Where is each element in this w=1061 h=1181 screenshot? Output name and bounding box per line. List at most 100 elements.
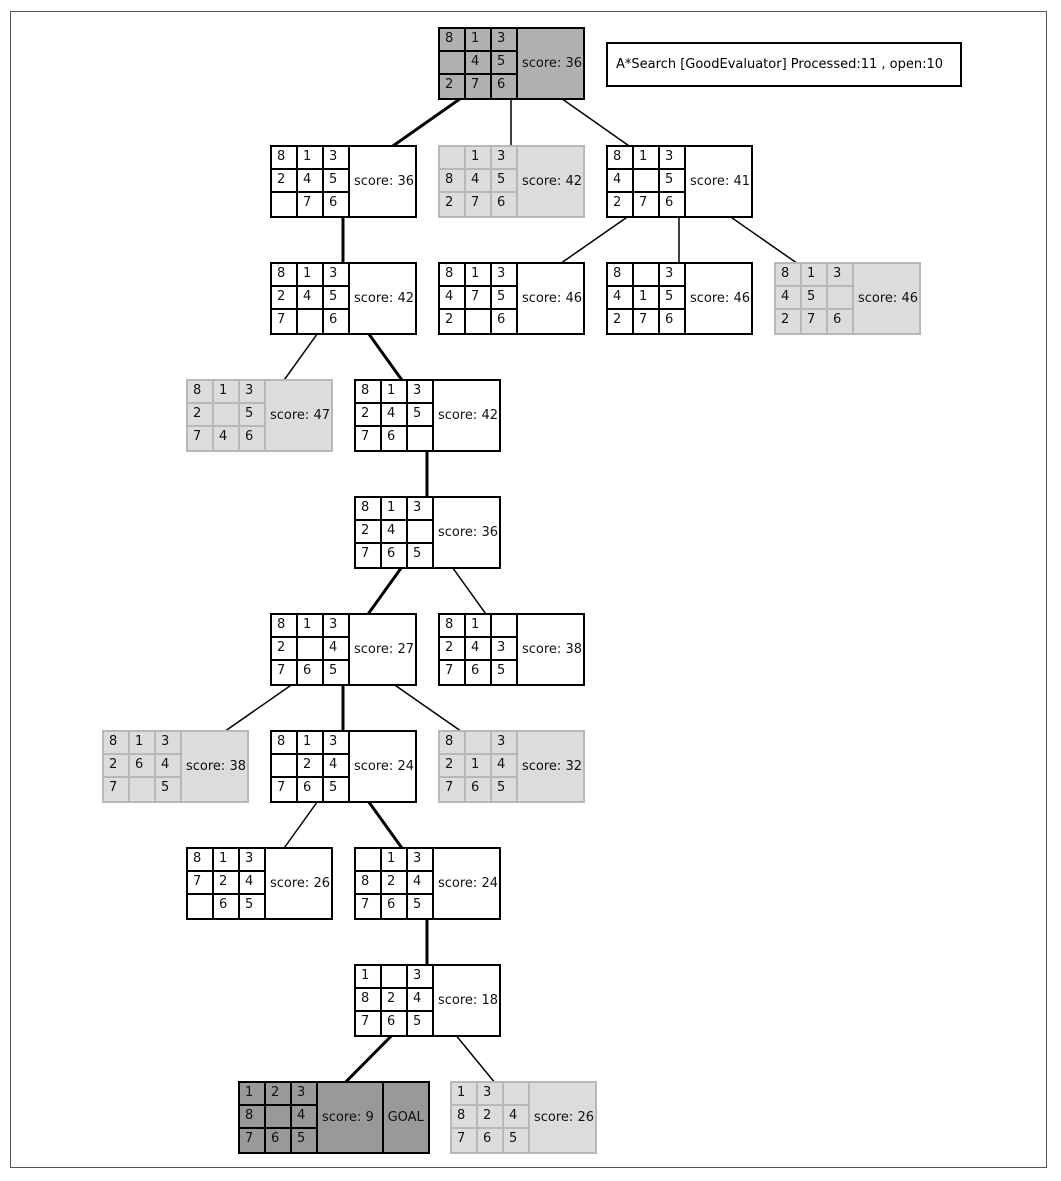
node-score: score: 47 xyxy=(270,408,330,423)
puzzle-tile: 1 xyxy=(466,615,492,638)
puzzle-tile: 6 xyxy=(298,661,324,684)
puzzle-tile: 8 xyxy=(440,264,466,287)
puzzle-tile: 7 xyxy=(272,310,298,333)
puzzle-tile: 3 xyxy=(324,264,350,287)
puzzle-tile: 3 xyxy=(324,615,350,638)
puzzle-tile: 1 xyxy=(298,615,324,638)
puzzle-tile: 2 xyxy=(272,638,298,661)
puzzle-tile: 4 xyxy=(608,287,634,310)
puzzle-tile: 8 xyxy=(608,147,634,170)
puzzle-tile xyxy=(466,732,492,755)
puzzle-tile xyxy=(188,895,214,918)
puzzle-tile: 1 xyxy=(634,147,660,170)
puzzle-tile: 8 xyxy=(440,615,466,638)
puzzle-tile: 5 xyxy=(324,287,350,310)
puzzle-tile xyxy=(272,755,298,778)
node-score: score: 42 xyxy=(354,291,414,306)
puzzle-tile: 1 xyxy=(466,755,492,778)
puzzle-tile: 7 xyxy=(466,75,492,98)
puzzle-tile xyxy=(272,193,298,216)
puzzle-tile: 2 xyxy=(382,989,408,1012)
puzzle-tile: 1 xyxy=(634,287,660,310)
puzzle-tile: 4 xyxy=(240,872,266,895)
node-score: score: 32 xyxy=(522,759,582,774)
puzzle-tile: 8 xyxy=(188,381,214,404)
puzzle-tile: 5 xyxy=(660,287,686,310)
puzzle-tile: 3 xyxy=(492,147,518,170)
puzzle-tile xyxy=(298,638,324,661)
puzzle-tile: 4 xyxy=(466,638,492,661)
puzzle-tile: 4 xyxy=(156,755,182,778)
puzzle-tile: 8 xyxy=(188,849,214,872)
puzzle-tile: 4 xyxy=(504,1106,530,1129)
puzzle-tile: 4 xyxy=(324,638,350,661)
puzzle-tile: 3 xyxy=(492,29,518,52)
puzzle-tile: 1 xyxy=(382,381,408,404)
node-score: score: 24 xyxy=(354,759,414,774)
puzzle-tile: 6 xyxy=(466,661,492,684)
puzzle-tile: 6 xyxy=(214,895,240,918)
puzzle-tile: 5 xyxy=(492,170,518,193)
puzzle-tile: 6 xyxy=(660,310,686,333)
puzzle-tile: 8 xyxy=(240,1106,266,1129)
puzzle-tile: 7 xyxy=(452,1129,478,1152)
puzzle-tile: 2 xyxy=(356,521,382,544)
puzzle-tile: 6 xyxy=(828,310,854,333)
puzzle-tile xyxy=(266,1106,292,1129)
puzzle-tile: 7 xyxy=(188,427,214,450)
puzzle-tile: 6 xyxy=(492,193,518,216)
puzzle-tile: 7 xyxy=(634,310,660,333)
puzzle-tile: 4 xyxy=(408,872,434,895)
puzzle-tile: 4 xyxy=(214,427,240,450)
puzzle-tile: 4 xyxy=(382,521,408,544)
puzzle-tile: 7 xyxy=(466,287,492,310)
puzzle-tile: 4 xyxy=(776,287,802,310)
puzzle-tile: 7 xyxy=(356,427,382,450)
puzzle-tile: 6 xyxy=(298,778,324,801)
puzzle-tile: 8 xyxy=(440,732,466,755)
puzzle-tile xyxy=(504,1083,530,1106)
puzzle-tile: 2 xyxy=(266,1083,292,1106)
puzzle-tile: 3 xyxy=(492,732,518,755)
puzzle-tile: 8 xyxy=(440,170,466,193)
puzzle-tile: 8 xyxy=(356,872,382,895)
puzzle-tile: 3 xyxy=(324,732,350,755)
node-score: score: 46 xyxy=(690,291,750,306)
puzzle-tile: 3 xyxy=(292,1083,318,1106)
puzzle-tile: 5 xyxy=(660,170,686,193)
puzzle-tile xyxy=(440,147,466,170)
puzzle-tile: 1 xyxy=(240,1083,266,1106)
puzzle-tile: 1 xyxy=(356,966,382,989)
puzzle-tile: 5 xyxy=(324,661,350,684)
puzzle-tile: 4 xyxy=(466,170,492,193)
puzzle-tile: 8 xyxy=(272,264,298,287)
puzzle-tile: 5 xyxy=(492,287,518,310)
puzzle-tile: 6 xyxy=(478,1129,504,1152)
puzzle-tile: 4 xyxy=(382,404,408,427)
puzzle-tile: 8 xyxy=(440,29,466,52)
puzzle-tile: 6 xyxy=(240,427,266,450)
puzzle-tile: 4 xyxy=(408,989,434,1012)
node-score: score: 9 xyxy=(322,1110,374,1125)
